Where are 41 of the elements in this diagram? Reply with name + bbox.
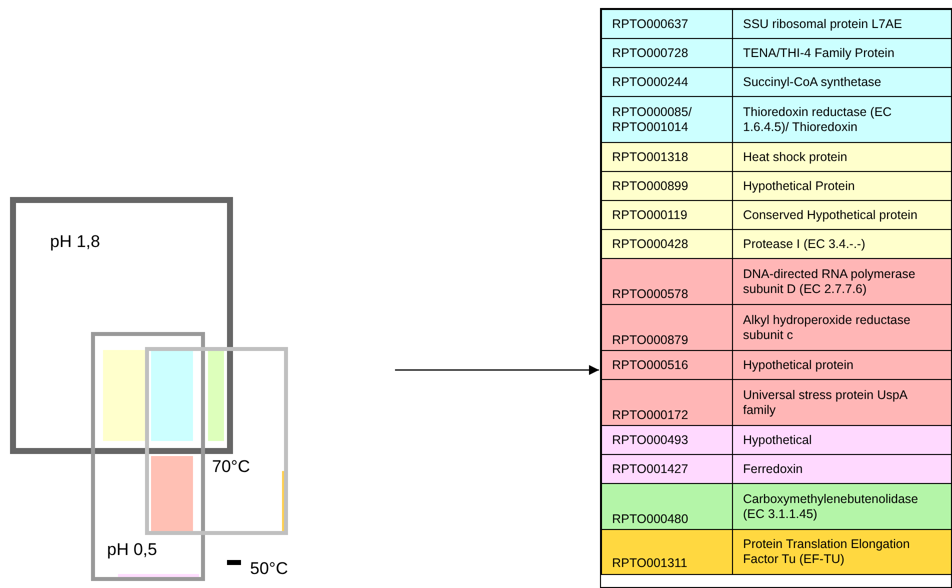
table-cell: TENA/THI-4 Family Protein xyxy=(732,38,952,69)
table-cell: Hypothetical protein xyxy=(732,350,952,381)
table-cell: Carboxymethylenebutenolidase (EC 3.1.1.45) xyxy=(732,483,952,531)
table-cell: Hypothetical xyxy=(732,425,952,456)
table-cell: Protease I (EC 3.4.-.-) xyxy=(732,229,952,260)
table-cell: Hypothetical Protein xyxy=(732,171,952,202)
table-cell: RPTO000119 xyxy=(601,200,733,231)
table-cell: RPTO000879 xyxy=(601,304,733,352)
region-label: pH 1,8 xyxy=(50,232,100,252)
table-cell: Alkyl hydroperoxide reductase subunit c xyxy=(732,304,952,352)
table-cell: DNA-directed RNA polymerase subunit D (EC 2.7.7.6) xyxy=(732,258,952,306)
table-cell: RPTO000493 xyxy=(601,425,733,456)
table-cell: RPTO001427 xyxy=(601,454,733,485)
table-cell: RPTO000428 xyxy=(601,229,733,260)
table-cell: RPTO000085/ RPTO001014 xyxy=(601,96,733,144)
region-label: 70°C xyxy=(212,457,250,477)
table-cell: RPTO000172 xyxy=(601,379,733,427)
table-cell: RPTO000578 xyxy=(601,258,733,306)
table-cell: RPTO000480 xyxy=(601,483,733,531)
arrow xyxy=(395,365,599,375)
data-table xyxy=(600,8,952,588)
legend-text: 50°C xyxy=(250,559,288,579)
region-outline xyxy=(91,332,205,581)
table-cell: RPTO000244 xyxy=(601,67,733,98)
region-outline xyxy=(10,197,233,454)
region-outline xyxy=(145,347,288,535)
table-cell: RPTO000728 xyxy=(601,38,733,69)
table-cell: RPTO001311 xyxy=(601,529,733,575)
table-cell: Universal stress protein UspA family xyxy=(732,379,952,427)
table-cell: Protein Translation Elongation Factor Tu (EF-TU) xyxy=(732,529,952,575)
table-cell: RPTO000637 xyxy=(601,9,733,40)
table-cell: SSU ribosomal protein L7AE xyxy=(732,9,952,40)
region-label: pH 0,5 xyxy=(107,540,158,560)
table-cell: RPTO000516 xyxy=(601,350,733,381)
table-cell: RPTO000899 xyxy=(601,171,733,202)
table-cell: Ferredoxin xyxy=(732,454,952,485)
table-cell: Conserved Hypothetical protein xyxy=(732,200,952,231)
table-cell: Heat shock protein xyxy=(732,142,952,173)
table-cell: RPTO001318 xyxy=(601,142,733,173)
table-cell: Succinyl-CoA synthetase xyxy=(732,67,952,98)
table-cell: Thioredoxin reductase (EC 1.6.4.5)/ Thioredoxin xyxy=(732,96,952,144)
